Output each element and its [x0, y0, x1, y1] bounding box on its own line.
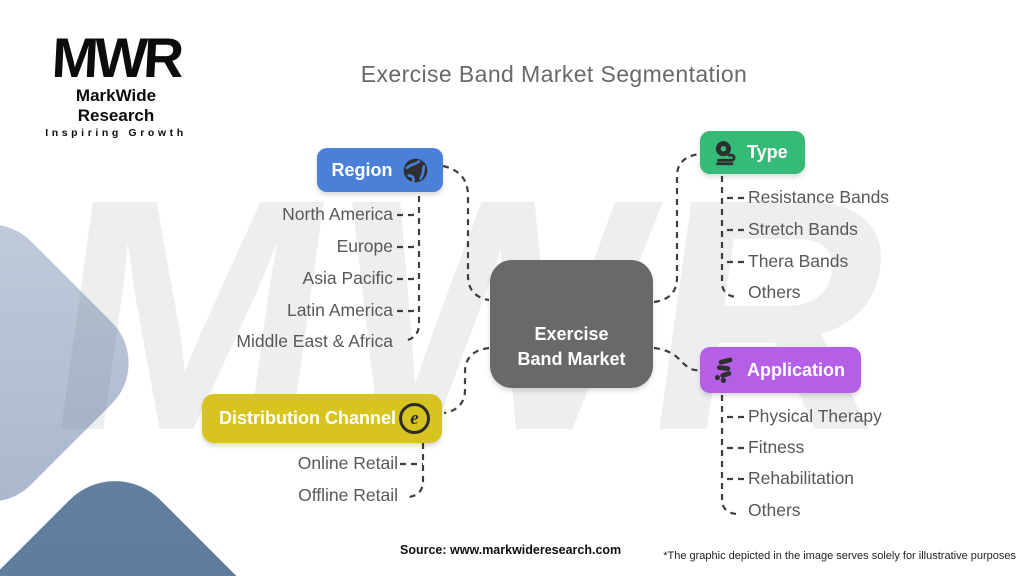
ecommerce-icon: e	[399, 403, 430, 434]
central-node-exercise-band-market: Exercise Band Market	[490, 260, 653, 388]
distribution-item-online-retail: Online Retail	[297, 453, 398, 473]
resistance-band-roll-icon	[711, 139, 739, 167]
connector-center-to-application	[653, 346, 701, 372]
connector-region-to-center	[442, 164, 490, 302]
globe-icon	[402, 157, 429, 184]
type-label: Type	[747, 142, 788, 162]
connector-application-item-stubs	[727, 415, 745, 481]
page-title: Exercise Band Market Segmentation	[360, 61, 748, 87]
branch-node-distribution-channel: Distribution Channel e	[202, 394, 442, 443]
branch-node-region: Region	[317, 148, 443, 192]
connector-application-list-line	[720, 395, 738, 516]
region-item-europe: Europe	[336, 236, 393, 256]
type-item-resistance-bands: Resistance Bands	[748, 187, 890, 207]
type-item-others: Others	[748, 282, 801, 302]
connector-distribution-list-line	[408, 443, 425, 499]
logo-monogram: MWR	[50, 26, 182, 89]
type-item-thera-bands: Thera Bands	[748, 251, 849, 271]
connector-region-item-stubs	[397, 213, 419, 313]
disclaimer-text: *The graphic depicted in the image serve…	[663, 550, 1016, 562]
distribution-channel-label: Distribution Channel	[219, 408, 396, 428]
connector-center-to-distribution	[443, 346, 490, 415]
central-node-label-line1: Exercise	[534, 323, 609, 344]
region-item-latin-america: Latin America	[286, 300, 393, 320]
application-item-fitness: Fitness	[748, 437, 805, 457]
region-item-asia-pacific: Asia Pacific	[302, 268, 393, 288]
region-label: Region	[331, 159, 393, 180]
exercise-figure-icon	[711, 356, 739, 384]
application-item-rehabilitation: Rehabilitation	[748, 468, 855, 488]
logo-name: MarkWide Research	[75, 85, 157, 125]
region-item-north-america: North America	[282, 204, 393, 224]
branch-node-type: Type	[700, 131, 805, 174]
application-label: Application	[747, 359, 845, 380]
connector-type-list-line	[720, 176, 738, 299]
distribution-item-offline-retail: Offline Retail	[298, 485, 398, 505]
connector-center-to-type	[653, 152, 700, 304]
ecommerce-icon-letter: e	[410, 407, 419, 429]
logo-tagline: Inspiring Growth	[45, 126, 187, 139]
region-item-middle-east-africa: Middle East & Africa	[236, 331, 393, 351]
central-node-label-line2: Band Market	[517, 348, 626, 369]
source-text: Source: www.markwideresearch.com	[400, 543, 622, 557]
connector-region-list-line	[403, 196, 421, 343]
markwide-logo: MWR MarkWide Research Inspiring Growth	[36, 26, 196, 139]
connector-type-item-stubs	[727, 196, 745, 264]
application-item-physical-therapy: Physical Therapy	[748, 406, 882, 426]
branch-node-application: Application	[700, 347, 861, 393]
type-item-stretch-bands: Stretch Bands	[748, 219, 858, 239]
application-item-others: Others	[748, 500, 801, 520]
